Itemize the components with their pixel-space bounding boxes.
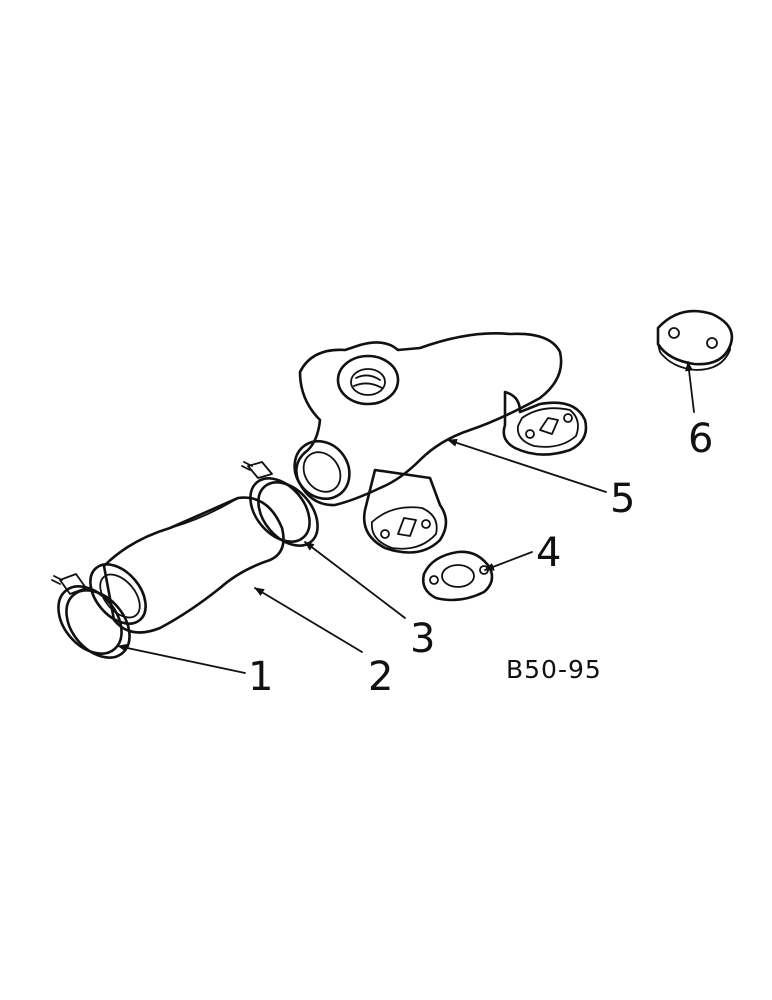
- leader-1: [117, 643, 246, 674]
- callout-labels: 1 2 3 4 5 6: [248, 416, 713, 700]
- callout-1: 1: [248, 654, 273, 700]
- hose: [89, 496, 285, 634]
- leader-3: [304, 541, 406, 619]
- leader-lines: [117, 361, 695, 674]
- callout-4: 4: [536, 530, 561, 576]
- leader-6: [685, 361, 695, 413]
- manifold: [293, 331, 588, 554]
- callout-3: 3: [410, 616, 435, 662]
- cover-plate: [656, 309, 734, 371]
- callout-2: 2: [368, 654, 393, 700]
- callout-6: 6: [688, 416, 713, 462]
- clamp-outer: [51, 573, 131, 659]
- leader-5: [447, 439, 607, 493]
- leader-4: [484, 551, 533, 571]
- reference-code: B50-95: [506, 655, 602, 684]
- gasket: [421, 550, 494, 602]
- callout-5: 5: [610, 476, 635, 522]
- leader-2: [254, 587, 363, 653]
